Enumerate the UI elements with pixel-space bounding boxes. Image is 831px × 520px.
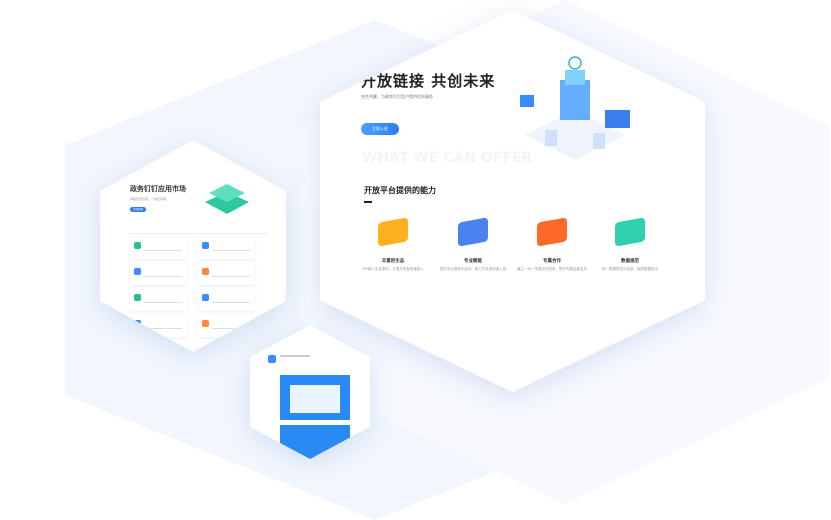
platform-illustration-icon — [520, 56, 630, 160]
app-card[interactable] — [130, 264, 187, 285]
feature-desc: API接口丰富便利，方便开发者快速接入 — [362, 267, 424, 271]
handshake-icon — [537, 217, 567, 247]
app-icon — [202, 294, 209, 301]
feature-title: 专业赋能 — [464, 259, 482, 264]
feature-title: 专属合作 — [543, 259, 561, 264]
app-card[interactable] — [198, 264, 255, 285]
app-desc-line — [144, 302, 182, 303]
app-icon — [134, 320, 141, 327]
app-detail-preview — [250, 325, 370, 459]
app-desc-line — [212, 328, 250, 329]
app-desc-line — [212, 302, 250, 303]
feature-title: 丰富的生态 — [381, 259, 405, 264]
feature-cooperation: 专属合作建立一对一专属合作关系，提供专属运营支持 — [517, 217, 587, 272]
app-icon — [202, 320, 209, 327]
feature-desc: 提供专业指导与培训，助力开发者快速上线 — [439, 267, 507, 271]
app-icon — [134, 268, 141, 275]
app-card[interactable] — [198, 290, 255, 311]
app-market-preview: 政务钉钉应用市场 海量优质应用，一站式获取 立即查看 — [100, 140, 286, 352]
api-icon — [378, 217, 408, 247]
app-desc-line — [144, 276, 182, 277]
app-card[interactable] — [130, 316, 187, 337]
feature-desc: 统一数据规范与标准，保障数据安全 — [602, 267, 658, 271]
app-card[interactable] — [198, 238, 255, 259]
feature-title: 数据规范 — [621, 259, 639, 264]
open-platform-preview: 开放链接 共创未来 合作共赢，为政务钉钉用户提供优质服务 立即入驻 WHAT W… — [320, 10, 705, 392]
feature-ecosystem: 丰富的生态 API接口丰富便利，方便开发者快速接入 — [358, 217, 428, 272]
market-subtitle: 海量优质应用，一站式获取 — [130, 197, 167, 201]
app-icon — [134, 242, 141, 249]
app-desc-line — [144, 250, 182, 251]
code-icon — [458, 217, 488, 247]
market-title: 政务钉钉应用市场 — [130, 185, 186, 193]
app-icon — [202, 268, 209, 275]
app-cube-icon — [205, 184, 249, 214]
star-shield-icon — [615, 217, 645, 247]
title-underline — [364, 201, 372, 203]
watermark-text: WHAT WE CAN OFFER — [362, 150, 533, 166]
app-name-line — [280, 355, 310, 357]
hero-subtitle: 合作共赢，为政务钉钉用户提供优质服务 — [361, 94, 433, 99]
capabilities-title: 开放平台提供的能力 — [364, 186, 436, 195]
app-desc-line — [212, 276, 250, 277]
category-tabs[interactable] — [128, 231, 268, 234]
detail-banner — [280, 425, 350, 459]
app-icon — [268, 355, 276, 363]
hero-title: 开放链接 共创未来 — [361, 72, 496, 90]
app-desc-line — [212, 250, 250, 251]
app-card[interactable] — [130, 290, 187, 311]
app-card[interactable] — [130, 238, 187, 259]
view-button[interactable]: 立即查看 — [130, 207, 146, 212]
feature-empower: 专业赋能提供专业指导与培训，助力开发者快速上线 — [438, 217, 508, 272]
app-desc-line — [144, 328, 182, 329]
feature-data: 数据规范统一数据规范与标准，保障数据安全 — [595, 217, 665, 272]
app-icon — [202, 242, 209, 249]
join-button[interactable]: 立即入驻 — [361, 123, 399, 135]
feature-desc: 建立一对一专属合作关系，提供专属运营支持 — [517, 267, 587, 271]
app-icon — [134, 294, 141, 301]
app-card[interactable] — [198, 316, 255, 337]
detail-screenshot — [290, 385, 340, 413]
